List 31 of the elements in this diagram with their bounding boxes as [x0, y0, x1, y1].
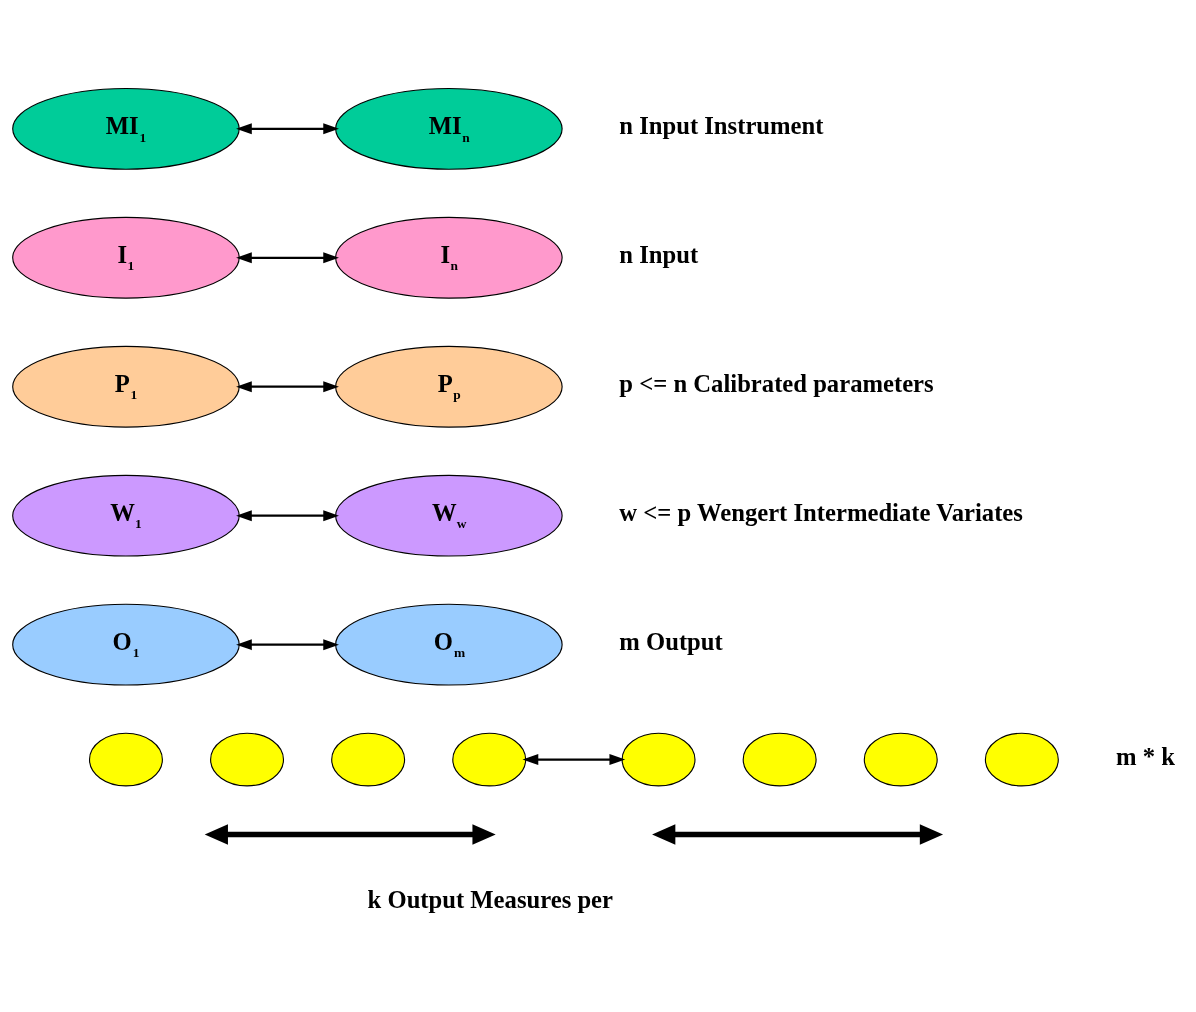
label: m * k — [1116, 742, 1175, 770]
label: n Input — [619, 240, 699, 268]
node-circle — [331, 732, 406, 787]
node-circle — [742, 732, 817, 787]
arrow — [522, 754, 626, 766]
node-ellipse: W$_{w}$ — [335, 474, 563, 557]
node-ellipse: P$_{p}$ — [335, 345, 563, 428]
arrow — [236, 510, 339, 522]
node-circle — [452, 732, 527, 787]
node-circle — [210, 732, 285, 787]
node-circle — [863, 732, 938, 787]
node-ellipse: P$_{1}$ — [12, 345, 240, 428]
node-ellipse: W$_{1}$ — [12, 474, 240, 557]
arrow — [236, 123, 339, 135]
node-ellipse: MI$_{n}$ — [335, 87, 563, 170]
node-ellipse: I$_{n}$ — [335, 216, 563, 299]
node-ellipse: MI$_{1}$ — [12, 87, 240, 170]
node-ellipse: I$_{1}$ — [12, 216, 240, 299]
arrow — [236, 252, 339, 264]
label: p <= n Calibrated parameters — [619, 369, 934, 397]
node-circle — [88, 732, 163, 787]
node-ellipse: O$_{m}$ — [335, 603, 563, 686]
label: n Input Instrument — [619, 112, 824, 140]
label: m Output — [619, 627, 723, 655]
node-circle — [621, 732, 696, 787]
node-ellipse: O$_{1}$ — [12, 603, 240, 686]
node-circle — [984, 732, 1059, 787]
label: w <= p Wengert Intermediate Variates — [619, 498, 1023, 526]
label: k Output Measures per — [367, 886, 614, 914]
arrow — [236, 639, 339, 651]
arrow — [236, 381, 339, 393]
